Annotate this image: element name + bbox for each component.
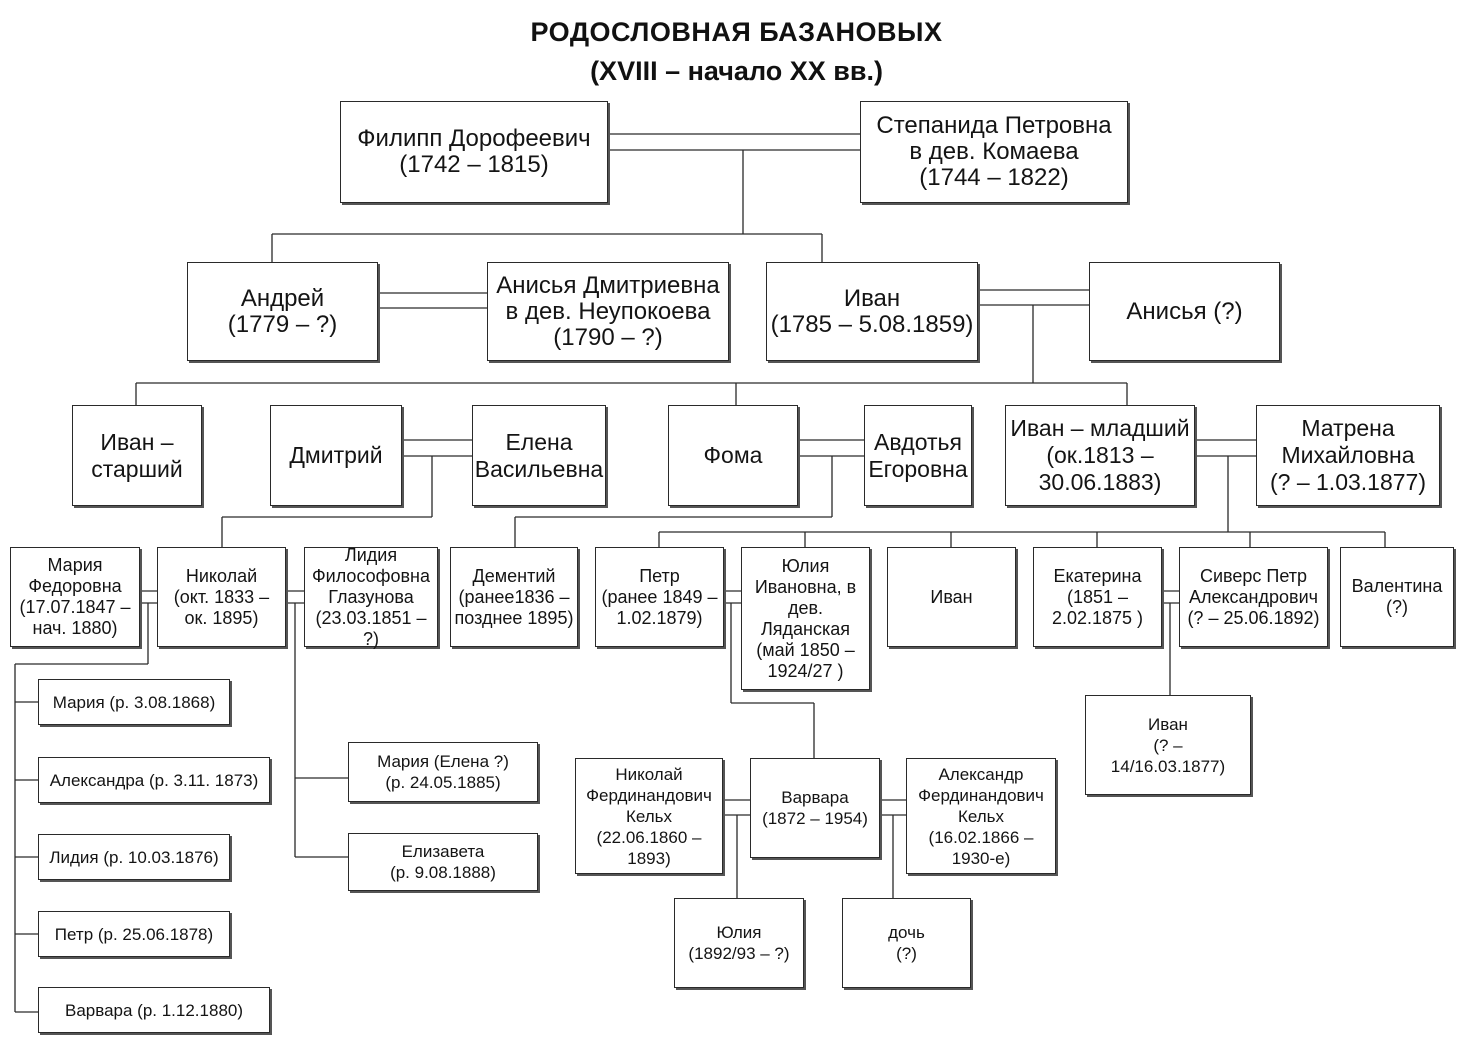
diagram-subtitle: (XVIII – начало XX вв.)	[590, 56, 883, 86]
person-andrey: Андрей (1779 – ?)	[187, 262, 378, 361]
person-foma: Фома	[668, 405, 798, 506]
person-yuliya-ivanovna: Юлия Ивановна, в дев. Ляданская (май 185…	[741, 547, 870, 690]
person-varvara-1872: Варвара (1872 – 1954)	[750, 758, 880, 858]
person-petr: Петр (ранее 1849 – 1.02.1879)	[595, 547, 724, 647]
person-anisya: Анисья (?)	[1089, 262, 1280, 361]
person-aleksandr-kelkh: Александр Фердинандович Кельх (16.02.186…	[906, 758, 1056, 874]
person-nikolay: Николай (окт. 1833 – ок. 1895)	[157, 547, 286, 647]
diagram-title: РОДОСЛОВНАЯ БАЗАНОВЫХ	[530, 17, 943, 47]
person-ivan-c: Иван	[887, 547, 1016, 647]
person-dmitriy: Дмитрий	[270, 405, 402, 506]
person-ivan-starshiy: Иван – старший	[72, 405, 202, 506]
person-doch: дочь (?)	[842, 898, 971, 988]
person-petr-1878: Петр (р. 25.06.1878)	[38, 911, 230, 957]
person-ivan-1785: Иван (1785 – 5.08.1859)	[766, 262, 978, 361]
person-elizaveta: Елизавета (р. 9.08.1888)	[348, 833, 538, 891]
person-nikolay-kelkh: Николай Фердинандович Кельх (22.06.1860 …	[575, 758, 723, 874]
person-yuliya-1892: Юлия (1892/93 – ?)	[674, 898, 804, 988]
person-varvara-1880: Варвара (р. 1.12.1880)	[38, 987, 270, 1033]
person-ekaterina: Екатерина (1851 – 2.02.1875 )	[1033, 547, 1162, 647]
person-mariya-elena: Мария (Елена ?) (р. 24.05.1885)	[348, 742, 538, 802]
person-lidiya-filosofovna: Лидия Философовна Глазунова (23.03.1851 …	[304, 545, 438, 649]
person-sivers: Сиверс Петр Александрович (? – 25.06.189…	[1179, 547, 1328, 647]
person-lidiya-1876: Лидия (р. 10.03.1876)	[38, 834, 230, 880]
person-valentina: Валентина (?)	[1340, 547, 1454, 647]
person-mariya-fedorovna: Мария Федоровна (17.07.1847 – нач. 1880)	[10, 547, 140, 647]
person-avdotya: Авдотья Егоровна	[864, 405, 972, 506]
person-ivan-1877: Иван (? – 14/16.03.1877)	[1085, 695, 1251, 795]
person-anisya-dmitrievna: Анисья Дмитриевна в дев. Неупокоева (179…	[487, 262, 729, 361]
person-dementiy: Дементий (ранее1836 – позднее 1895)	[450, 547, 578, 647]
person-matrena: Матрена Михайловна (? – 1.03.1877)	[1256, 405, 1440, 506]
person-ivan-mladshiy: Иван – младший (ок.1813 – 30.06.1883)	[1005, 405, 1195, 506]
person-filipp: Филипп Дорофеевич (1742 – 1815)	[340, 101, 608, 203]
person-aleksandra: Александра (р. 3.11. 1873)	[38, 757, 270, 803]
person-stepanida: Степанида Петровна в дев. Комаева (1744 …	[860, 101, 1128, 203]
person-mariya-1868: Мария (р. 3.08.1868)	[38, 679, 230, 725]
person-elena: Елена Васильевна	[472, 405, 606, 506]
